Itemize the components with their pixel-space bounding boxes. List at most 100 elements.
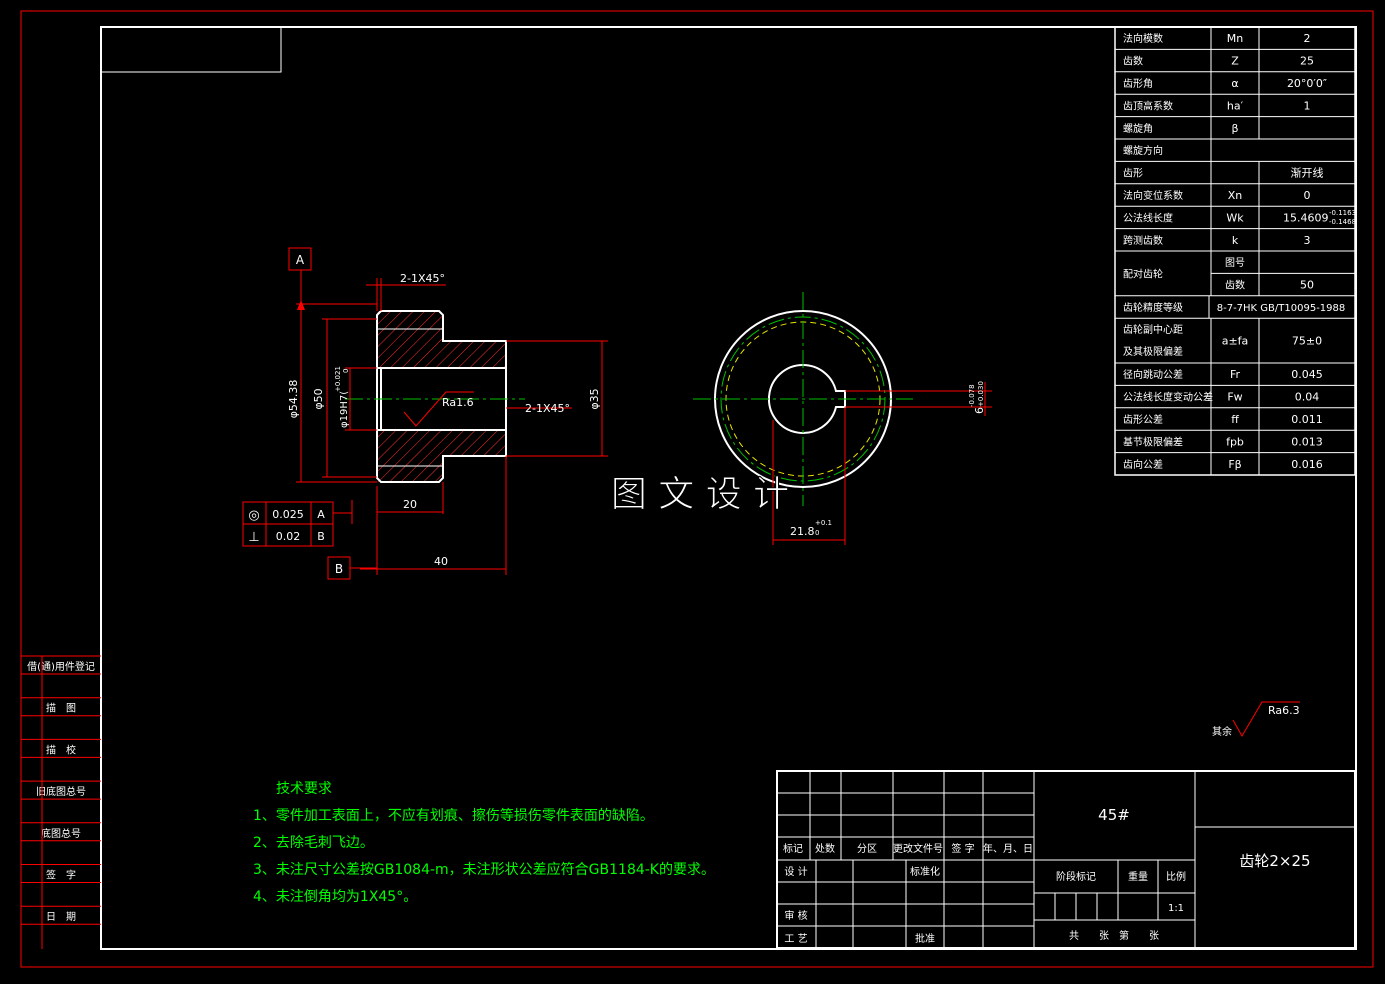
param-symbol: α [1231, 77, 1238, 90]
param-value: 20°0′0″ [1287, 77, 1327, 90]
tb-scale-value: 1:1 [1168, 903, 1184, 914]
tb-design: 设 计 [784, 865, 807, 878]
bore-with-keyway [767, 363, 846, 434]
dim-bore-diameter: φ19H7( [339, 391, 350, 428]
roughness-bore-symbol [403, 391, 474, 427]
side-label: 描 图 [46, 702, 76, 715]
param-symbol: Fw [1227, 391, 1242, 404]
param-name: 齿轮副中心距 [1123, 323, 1183, 336]
tb-header-zone: 分区 [857, 843, 877, 855]
tb-header-sign: 签 字 [951, 842, 974, 855]
chamfer-top-label: 2-1X45° [400, 272, 445, 285]
param-symbol: a±fa [1222, 335, 1249, 348]
param-name: 齿形角 [1123, 78, 1153, 90]
param-tol-upper: -0.1163 [1329, 209, 1356, 217]
tolerance-datum-2: B [317, 530, 325, 543]
tb-header-mark: 标记 [783, 843, 803, 855]
param-name: 径向跳动公差 [1123, 368, 1183, 381]
hatch-gear-bottom [377, 430, 443, 482]
tb-scale-label: 比例 [1166, 870, 1186, 883]
hatch-hub-top [443, 341, 506, 368]
side-label: 借(通)用件登记 [27, 660, 95, 673]
tb-approve: 批准 [915, 932, 935, 945]
param-symbol: Xn [1228, 189, 1243, 202]
tb-header-date: 年、月、日 [983, 842, 1033, 855]
param-value: 8-7-7HK GB/T10095-1988 [1217, 303, 1346, 314]
param-name: 基节极限偏差 [1123, 435, 1183, 448]
param-value: 50 [1300, 278, 1314, 291]
tb-standard: 标准化 [910, 865, 940, 878]
concentricity-icon: ◎ [248, 508, 259, 523]
title-block: 标记 处数 分区 更改文件号 签 字 年、月、日 设 计 标准化 审 核 工 艺… [776, 770, 1356, 949]
param-value: 2 [1304, 32, 1311, 45]
tech-req-item-4: 4、未注倒角均为1X45°。 [253, 889, 417, 905]
param-value: 3 [1304, 234, 1311, 247]
param-value: 15.4609 [1283, 211, 1329, 224]
param-value: 1 [1304, 99, 1311, 112]
tb-part-name: 齿轮2×25 [1239, 852, 1310, 870]
param-value: 渐开线 [1291, 166, 1324, 180]
hatch-gear-top [377, 311, 443, 368]
dim-gear-length: 20 [403, 498, 417, 511]
param-tol-lower: -0.1468 [1329, 218, 1356, 226]
param-symbol: Fβ [1228, 458, 1241, 471]
end-view: 6 -0.078 +0.030 21.8 +0.1 0 [693, 292, 992, 545]
tb-weight: 重量 [1128, 870, 1148, 883]
datum-a-label: A [296, 253, 305, 267]
datum-b-label: B [335, 562, 343, 576]
param-name: 螺旋方向 [1123, 144, 1163, 157]
param-name: 公法线长度变动公差 [1123, 391, 1213, 404]
top-left-box [100, 26, 282, 73]
param-symbol: β [1231, 122, 1238, 135]
param-value: 0.013 [1291, 435, 1323, 448]
param-name: 及其极限偏差 [1123, 345, 1183, 358]
tech-req-item-1: 1、零件加工表面上，不应有划痕、擦伤等损伤零件表面的缺陷。 [253, 807, 654, 824]
param-symbol: k [1232, 234, 1239, 247]
tb-stage: 阶段标记 [1056, 870, 1096, 883]
tolerance-value-2: 0.02 [276, 530, 301, 543]
tb-header-change-doc: 更改文件号 [893, 842, 943, 855]
datum-a-box [288, 247, 312, 271]
geometric-tolerances: ◎ 0.025 A ⊥ 0.02 B [242, 500, 353, 547]
side-label: 签 字 [46, 869, 76, 882]
param-symbol: Z [1231, 55, 1239, 68]
dim-bore-tol-lower: 0 [342, 369, 350, 373]
watermark-text: 图 文 设 计 [611, 474, 789, 515]
side-label: 日 期 [46, 911, 76, 923]
keyway-depth-tol-1: +0.1 [815, 519, 832, 527]
param-name: 配对齿轮 [1123, 267, 1163, 280]
param-sub-label: 图号 [1225, 257, 1245, 269]
keyway-width-value: 6 [973, 407, 986, 414]
param-value: 25 [1300, 55, 1314, 68]
param-symbol: Mn [1227, 32, 1243, 45]
param-name: 法向模数 [1123, 32, 1163, 45]
perpendicularity-icon: ⊥ [248, 530, 259, 545]
param-sub-label: 齿数 [1225, 278, 1245, 291]
param-name: 齿顶高系数 [1123, 99, 1173, 112]
keyway-depth-tol-2: 0 [815, 529, 819, 537]
outer-frame [20, 10, 1374, 968]
param-name: 齿形公差 [1123, 413, 1163, 426]
tolerance-value-1: 0.025 [272, 508, 304, 521]
chamfer-bore-label: 2-1X45° [525, 402, 570, 415]
param-symbol: Wk [1226, 211, 1244, 224]
tolerance-datum-1: A [317, 508, 325, 521]
param-value: 0.045 [1291, 368, 1323, 381]
roughness-rest: 其余 Ra6.3 [1212, 701, 1300, 738]
roughness-rest-label: 其余 [1212, 725, 1232, 738]
tb-header-count: 处数 [815, 842, 835, 855]
dim-total-length: 40 [434, 555, 448, 568]
section-view: A B Ra1.6 2-1X45° 2-1X45° φ54.38 φ50 φ19… [287, 247, 608, 580]
keyway-depth-value: 21.8 [790, 525, 815, 538]
tech-req-item-3: 3、未注尺寸公差按GB1084-m，未注形状公差应符合GB1184-K的要求。 [253, 861, 715, 878]
side-label: 旧底图总号 [36, 785, 86, 798]
roughness-rest-symbol [1232, 701, 1300, 738]
technical-requirements: 技术要求 1、零件加工表面上，不应有划痕、擦伤等损伤零件表面的缺陷。 2、去除毛… [253, 781, 715, 905]
dim-root-diameter: φ50 [312, 388, 325, 409]
param-symbol: Fr [1230, 368, 1241, 381]
param-name: 齿数 [1123, 55, 1143, 68]
param-name: 公法线长度 [1123, 211, 1173, 224]
dim-bore-tol-upper: +0.021 [334, 366, 342, 392]
param-value: 0.04 [1295, 391, 1320, 404]
